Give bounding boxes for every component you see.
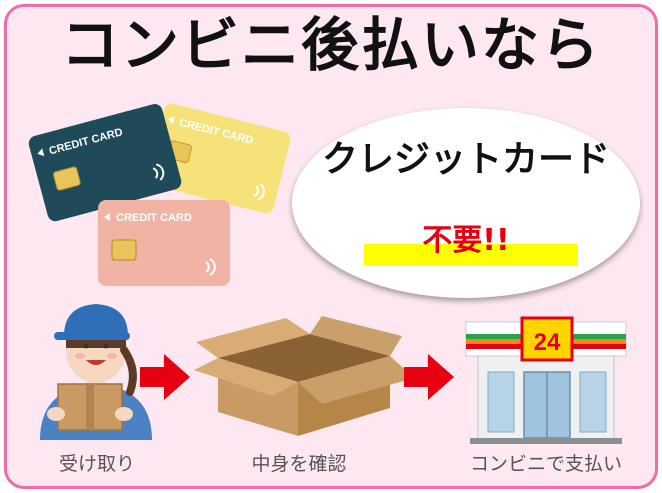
callout-subtitle: 不要!! — [422, 223, 510, 258]
credit-card-navy: CREDIT CARD — [28, 104, 182, 222]
delivery-person-icon — [40, 304, 152, 440]
credit-card-pink: CREDIT CARD — [98, 200, 230, 286]
convenience-store-icon: 24 — [465, 316, 627, 444]
arrow-right-icon-2 — [404, 354, 454, 400]
step-caption-pay: コンビニで支払い — [469, 453, 622, 475]
callout-title: クレジットカード — [321, 139, 610, 180]
callout-bubble — [292, 108, 640, 298]
headline: コンビニ後払いなら — [60, 11, 601, 79]
card-label-pink: CREDIT CARD — [116, 212, 192, 224]
callout-highlight — [364, 244, 578, 266]
open-box-icon — [194, 316, 414, 436]
step-caption-check: 中身を確認 — [251, 453, 347, 475]
step-caption-receive: 受け取り — [58, 453, 135, 475]
store-sign: 24 — [534, 329, 561, 356]
credit-card-yellow: CREDIT CARD — [147, 103, 291, 214]
arrow-right-icon — [140, 354, 190, 400]
